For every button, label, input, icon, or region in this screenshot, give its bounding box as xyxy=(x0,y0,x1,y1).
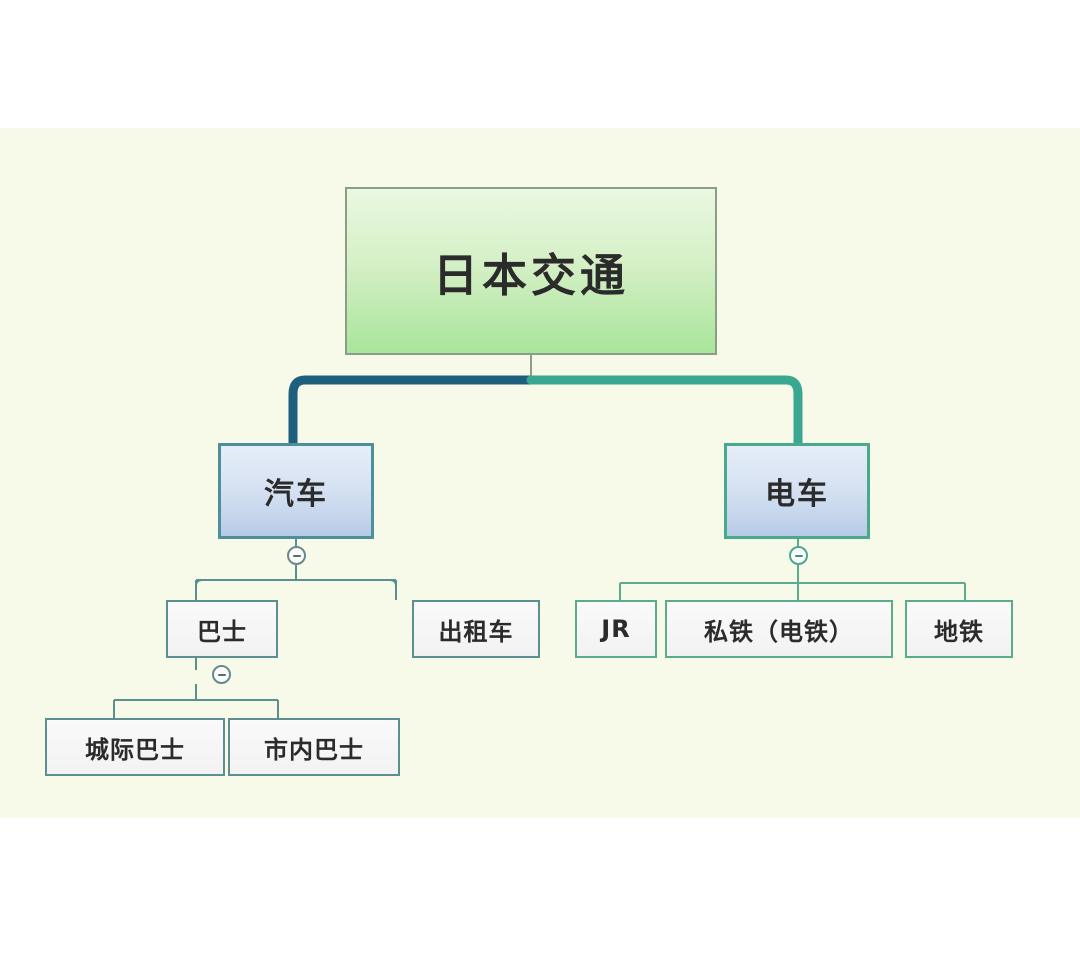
connector-train-bracket xyxy=(619,565,966,600)
node-root[interactable]: 日本交通 xyxy=(345,187,717,355)
minus-icon xyxy=(217,673,226,676)
collapse-toggle-train[interactable] xyxy=(789,546,808,565)
node-private-rail[interactable]: 私铁（电铁） xyxy=(665,600,893,658)
connector-main-right xyxy=(526,375,803,448)
node-train[interactable]: 电车 xyxy=(724,443,870,539)
node-jr[interactable]: JR xyxy=(575,600,657,658)
connector-auto-bracket-round xyxy=(195,579,397,587)
minus-icon xyxy=(794,554,803,557)
collapse-toggle-automobile[interactable] xyxy=(287,546,306,565)
node-city-bus[interactable]: 市内巴士 xyxy=(228,718,400,776)
node-taxi[interactable]: 出租车 xyxy=(412,600,540,658)
connector-bus-bracket xyxy=(113,684,279,718)
node-automobile[interactable]: 汽车 xyxy=(218,443,374,539)
collapse-toggle-bus[interactable] xyxy=(212,665,231,684)
node-intercity-bus[interactable]: 城际巴士 xyxy=(45,718,225,776)
node-bus[interactable]: 巴士 xyxy=(166,600,278,658)
node-subway[interactable]: 地铁 xyxy=(905,600,1013,658)
connector-auto-bracket xyxy=(195,565,397,600)
connector-main-left xyxy=(288,375,536,448)
mindmap-canvas: 日本交通 汽车 电车 巴士 出租车 JR 私铁（电铁） 地铁 城际巴士 市内巴士 xyxy=(0,128,1080,818)
minus-icon xyxy=(292,554,301,557)
